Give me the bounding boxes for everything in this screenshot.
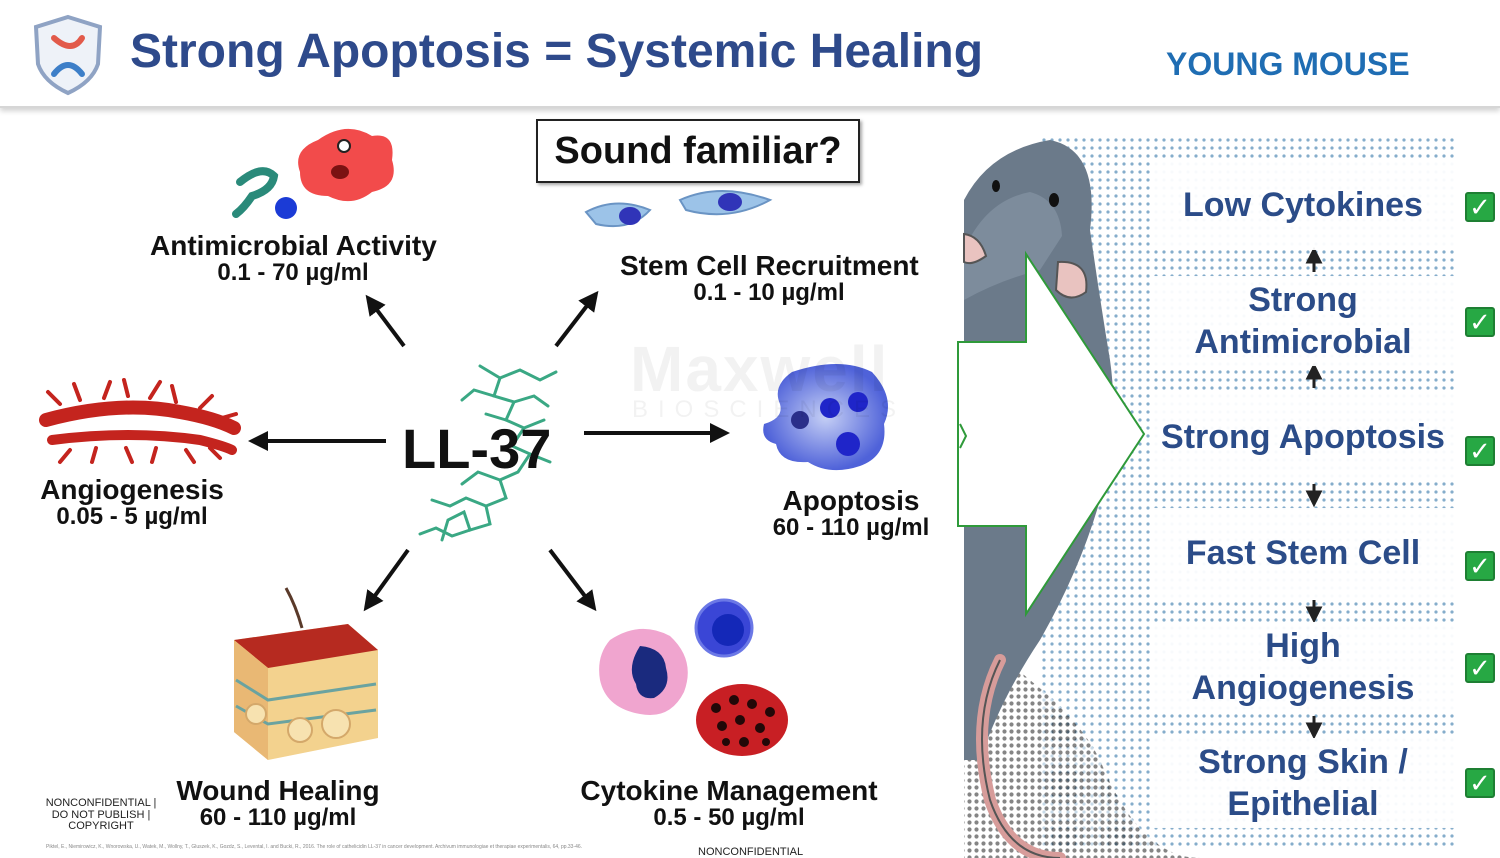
node-antimicrobial: Antimicrobial Activity 0.1 - 70 µg/ml: [150, 230, 437, 287]
outcome-high-angiogenesis: High Angiogenesis: [1150, 622, 1456, 712]
nonconfidential-footer: NONCONFIDENTIAL: [698, 846, 804, 858]
node-wound-healing: Wound Healing 60 - 110 µg/ml: [176, 776, 380, 831]
node-name: Angiogenesis: [40, 474, 224, 505]
node-range: 0.1 - 70 µg/ml: [217, 259, 369, 287]
maxwell-watermark: Maxwell: [630, 333, 890, 405]
skin-layers-icon: [234, 587, 378, 760]
outcome-low-cytokines: Low Cytokines: [1150, 160, 1456, 250]
sound-familiar-callout: Sound familiar?: [536, 119, 860, 183]
check-icon: ✓: [1465, 551, 1495, 581]
node-cytokine: Cytokine Management 0.5 - 50 µg/ml: [578, 776, 880, 831]
node-range: 0.5 - 50 µg/ml: [653, 804, 805, 832]
node-name: Antimicrobial Activity: [150, 230, 437, 261]
outcome-fast-stem-cell: Fast Stem Cell: [1150, 508, 1456, 598]
biosciences-watermark: BIOSCIENCES: [632, 396, 907, 423]
big-right-arrow-shape: [957, 250, 1146, 618]
ll37-diagram-graphics: [39, 128, 888, 760]
apoptotic-cell-icon: [763, 364, 888, 471]
node-apoptosis: Apoptosis 60 - 110 µg/ml: [762, 486, 940, 541]
young-mouse-tag: YOUNG MOUSE: [1166, 46, 1410, 82]
node-name: Wound Healing: [176, 775, 380, 806]
page-title: Strong Apoptosis = Systemic Healing: [130, 25, 984, 78]
node-range: 0.1 - 10 µg/ml: [693, 279, 845, 307]
ll37-molecule-icon: [418, 364, 558, 542]
node-range: 0.05 - 5 µg/ml: [56, 503, 208, 531]
arrow-to-antimicrobial: [365, 294, 406, 348]
immune-cells-icon: [599, 598, 788, 756]
outcome-strong-skin: Strong Skin / Epithelial: [1150, 738, 1456, 828]
node-angiogenesis: Angiogenesis 0.05 - 5 µg/ml: [40, 475, 224, 530]
arrow-to-cytokine: [548, 548, 597, 612]
young-mouse-panel-graphics: [957, 138, 1456, 858]
check-icon: ✓: [1465, 307, 1495, 337]
node-name: Stem Cell Recruitment: [620, 250, 919, 281]
node-stem-cell: Stem Cell Recruitment 0.1 - 10 µg/ml: [620, 250, 919, 307]
arrow-to-wound-healing: [363, 548, 410, 612]
stem-cells-icon: [584, 190, 773, 228]
node-range: 60 - 110 µg/ml: [199, 804, 357, 832]
outcome-strong-apoptosis: Strong Apoptosis: [1150, 392, 1456, 482]
nonconfidential-note: NONCONFIDENTIAL | DO NOT PUBLISH | COPYR…: [45, 797, 157, 833]
node-name: Apoptosis: [782, 485, 920, 516]
check-icon: ✓: [1465, 436, 1495, 466]
ll37-center-label: LL-37: [402, 417, 552, 480]
blood-vessels-icon: [39, 378, 241, 464]
check-icon: ✓: [1465, 653, 1495, 683]
node-name: Cytokine Management: [580, 775, 878, 806]
node-range: 60 - 110 µg/ml: [772, 514, 930, 542]
arrow-to-stem-cell: [554, 290, 599, 348]
citation-text: Piktel, E., Niemirowicz, K., Wnorowska, …: [46, 844, 583, 850]
outcome-strong-antimicrobial: Strong Antimicrobial: [1150, 276, 1456, 366]
outcome-connectors: [1305, 246, 1323, 740]
company-logo-icon: [33, 14, 103, 96]
check-icon: ✓: [1465, 768, 1495, 798]
check-icon: ✓: [1465, 192, 1495, 222]
bacteria-cells-icon: [232, 128, 394, 219]
header-bar: Strong Apoptosis = Systemic Healing YOUN…: [0, 0, 1500, 108]
